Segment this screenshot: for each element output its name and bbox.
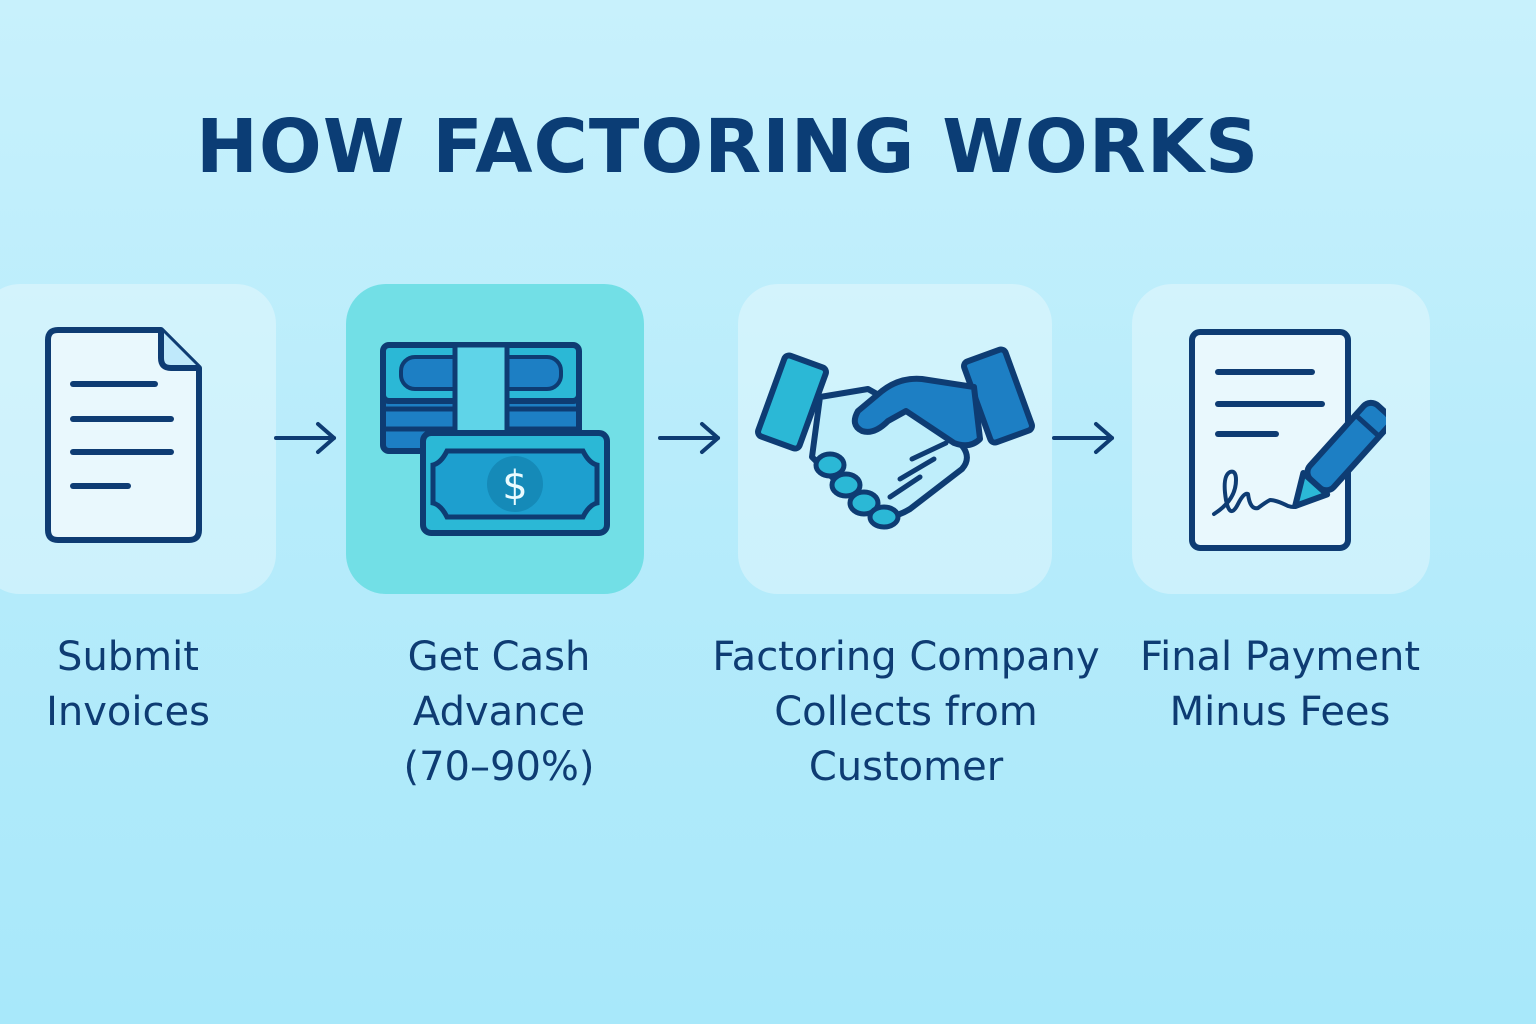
right-arrow-icon: [274, 422, 336, 454]
step-label-line: Get Cash: [407, 634, 591, 680]
right-arrow-icon: [1052, 422, 1114, 454]
svg-text:$: $: [502, 463, 527, 509]
step-label-final-payment: Final Payment Minus Fees: [1124, 630, 1436, 740]
step-label-line: Minus Fees: [1169, 689, 1391, 735]
step-label-collects-from-customer: Factoring Company Collects from Customer: [696, 630, 1116, 795]
right-arrow-icon: [658, 422, 720, 454]
step-label-line: Collects from: [774, 689, 1038, 735]
step-label-line: Customer: [808, 744, 1004, 790]
invoice-document-icon: [45, 327, 202, 543]
step-label-cash-advance: Get Cash Advance (70–90%): [346, 630, 652, 795]
cash-money-icon: $: [380, 342, 610, 536]
step-label-line: (70–90%): [403, 744, 595, 790]
step-card-collects-from-customer: [738, 284, 1052, 594]
step-card-final-payment: [1132, 284, 1430, 594]
page-title: HOW FACTORING WORKS: [196, 104, 1260, 190]
handshake-icon: [755, 346, 1035, 530]
step-label-line: Factoring Company: [712, 634, 1100, 680]
step-label-submit-invoices: Submit Invoices: [0, 630, 266, 740]
signed-contract-pen-icon: [1189, 329, 1386, 551]
step-card-submit-invoices: [0, 284, 276, 594]
step-label-line: Invoices: [46, 689, 210, 735]
step-label-line: Submit: [57, 634, 199, 680]
step-label-line: Final Payment: [1139, 634, 1421, 680]
step-label-line: Advance: [412, 689, 586, 735]
step-card-cash-advance: $: [346, 284, 644, 594]
